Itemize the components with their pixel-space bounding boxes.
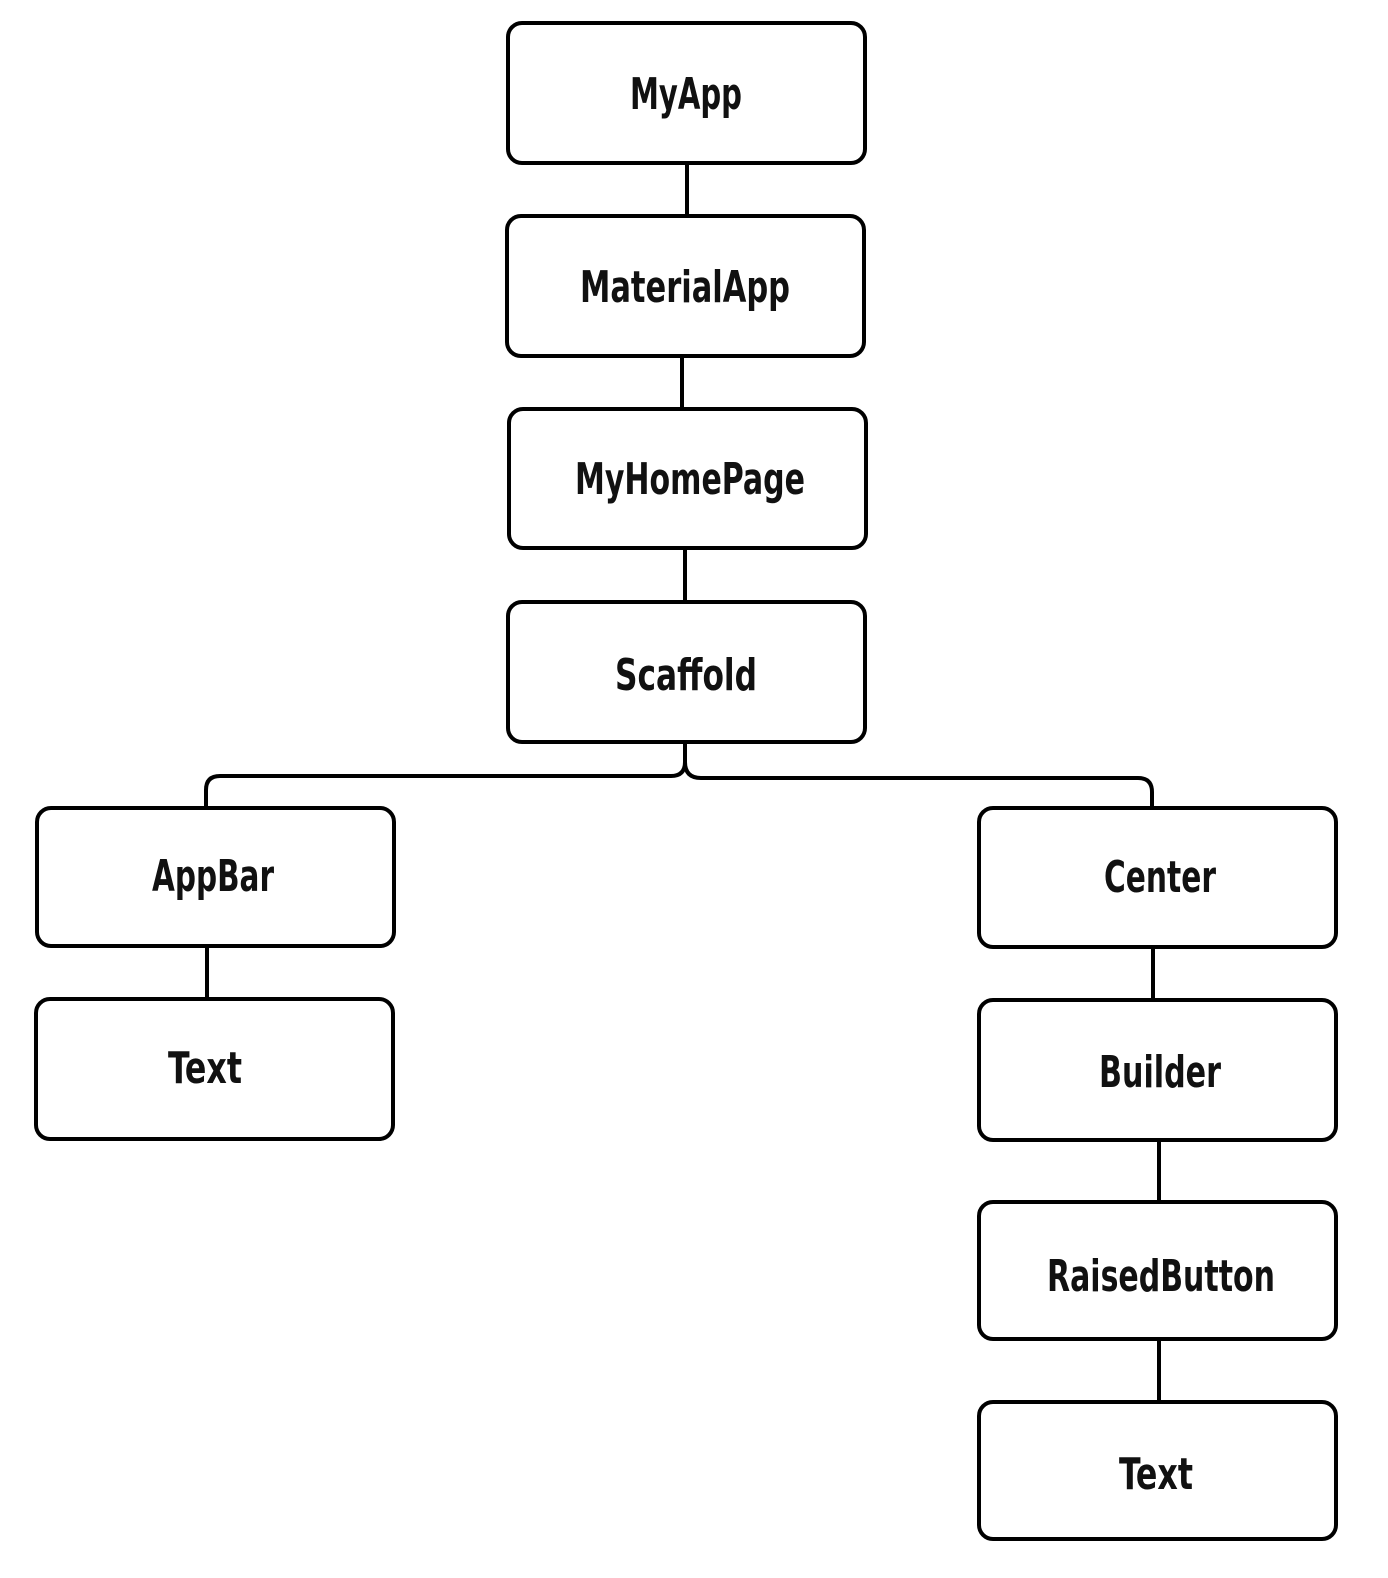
node-label: Text [168,1043,242,1094]
node-label: Text [1119,1449,1193,1500]
node-appbar-text: Text [34,997,395,1141]
edge-scaffold-appbar [204,742,687,808]
node-materialapp: MaterialApp [505,214,866,358]
node-label: MaterialApp [580,262,790,313]
node-myapp: MyApp [506,21,867,165]
node-label: Center [1104,852,1216,903]
node-label: Builder [1099,1047,1221,1098]
node-label: MyHomePage [575,454,805,505]
node-label: RaisedButton [1047,1251,1275,1302]
edge-scaffold-center [683,742,1154,808]
connectors [204,163,1161,1402]
node-myhomepage: MyHomePage [507,407,868,550]
node-center: Center [977,806,1338,949]
node-label: MyApp [630,69,742,120]
node-button-text: Text [977,1400,1338,1541]
node-raisedbutton: RaisedButton [977,1200,1338,1341]
node-appbar: AppBar [35,806,396,948]
node-scaffold: Scaffold [506,600,867,744]
node-label: Scaffold [615,650,757,701]
node-builder: Builder [977,998,1338,1142]
node-label: AppBar [152,851,274,902]
